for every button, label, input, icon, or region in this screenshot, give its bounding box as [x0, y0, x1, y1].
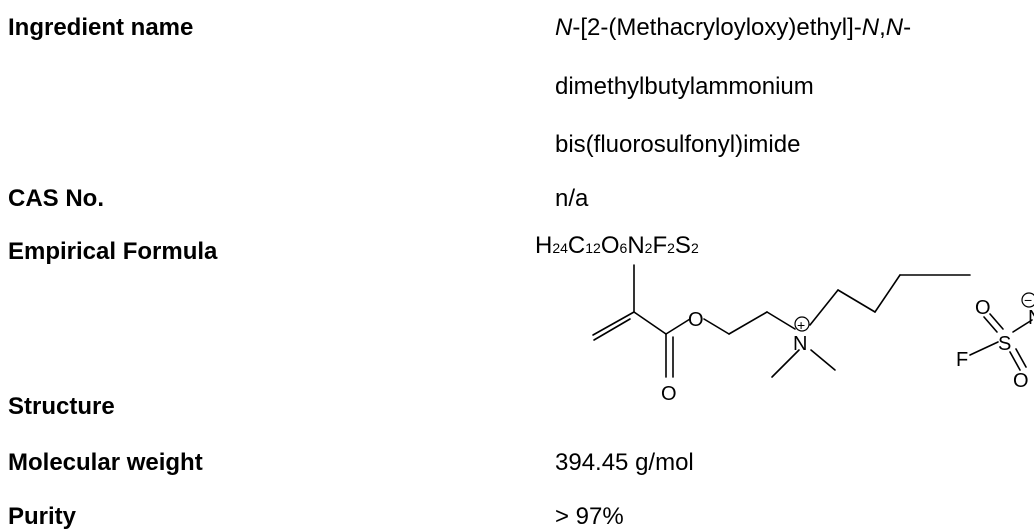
charge-minus: − [1024, 292, 1032, 308]
bond-s-n [1012, 319, 1033, 333]
structure-diagram: O O N + O S F O − N [592, 264, 1034, 405]
atom-f: F [956, 349, 968, 371]
empirical-formula: H24C12O6N2F2S2 [535, 234, 699, 258]
formula-h: H [535, 232, 553, 259]
charge-plus: + [797, 317, 805, 333]
atom-o-carbonyl: O [661, 383, 677, 405]
ingredient-name-part-2: -[2-(Methacryloyloxy)ethyl]- [572, 14, 862, 41]
bond-alkene-2 [593, 318, 631, 341]
bond-ch2-ch2 [728, 311, 768, 335]
formula-f: F [652, 232, 668, 259]
charge-plus-circle [794, 316, 810, 332]
bond-alkene-1 [592, 311, 635, 336]
bond-n-methyl-1 [771, 349, 800, 378]
atom-o-sulfonyl-top: O [975, 297, 991, 319]
formula-h-count: 24 [552, 240, 568, 256]
formula-f-count: 2 [667, 240, 675, 256]
formula-s-count: 2 [690, 240, 699, 256]
atom-n-minus: N [1028, 307, 1034, 329]
bond-s-otop-2 [989, 313, 1004, 330]
charge-minus-circle [1021, 292, 1034, 308]
ingredient-name-comma: , [879, 14, 886, 41]
ingredient-name-n-2: N [861, 14, 880, 41]
cas-label: CAS No. [8, 185, 104, 212]
bond-n-butyl-1 [809, 289, 839, 326]
ingredient-name-n-1: N [555, 14, 573, 41]
ingredient-name-line-1: N-[2-(Methacryloyloxy)ethyl]-N,N- [555, 16, 911, 40]
atom-n-plus: N [793, 333, 807, 355]
molecular-weight-value: 394.45 g/mol [555, 449, 694, 476]
bond-n-butyl-2 [837, 289, 876, 313]
bond-c-oester [665, 318, 691, 335]
formula-n: N [627, 232, 645, 259]
formula-o-count: 6 [619, 240, 628, 256]
formula-o: O [600, 232, 620, 259]
bond-s-f [969, 341, 999, 356]
bond-n-methyl-2 [810, 349, 836, 371]
ingredient-name-line-3: bis(fluorosulfonyl)imide [555, 131, 801, 158]
bond-s-otop-1 [983, 316, 998, 333]
structure-label: Structure [8, 393, 115, 420]
ingredient-name-line-2: dimethylbutylammonium [555, 73, 814, 100]
formula-s: S [674, 232, 691, 259]
atom-s: S [998, 333, 1011, 355]
bond-n-butyl-3 [874, 274, 901, 313]
ingredient-name-hyphen: - [903, 14, 912, 41]
atom-o-sulfonyl-bottom: O [1013, 370, 1029, 392]
bond-oester-ch2 [703, 318, 730, 335]
formula-c: C [567, 232, 586, 259]
molecular-weight-label: Molecular weight [8, 449, 203, 476]
formula-c-count: 12 [585, 240, 601, 256]
bond-s-obottom-2 [1015, 348, 1027, 368]
purity-value: > 97% [555, 503, 624, 530]
bond-ch2-n [766, 311, 796, 330]
purity-label: Purity [8, 503, 77, 530]
ingredient-name-label: Ingredient name [8, 14, 194, 41]
bond-s-obottom-1 [1009, 351, 1021, 371]
atom-o-ester: O [688, 309, 704, 331]
ingredient-name-n-3: N [885, 14, 904, 41]
cas-value: n/a [555, 185, 589, 212]
formula-label: Empirical Formula [8, 238, 218, 265]
formula-n-count: 2 [644, 240, 653, 256]
bond-c-carbonyl [633, 311, 667, 335]
